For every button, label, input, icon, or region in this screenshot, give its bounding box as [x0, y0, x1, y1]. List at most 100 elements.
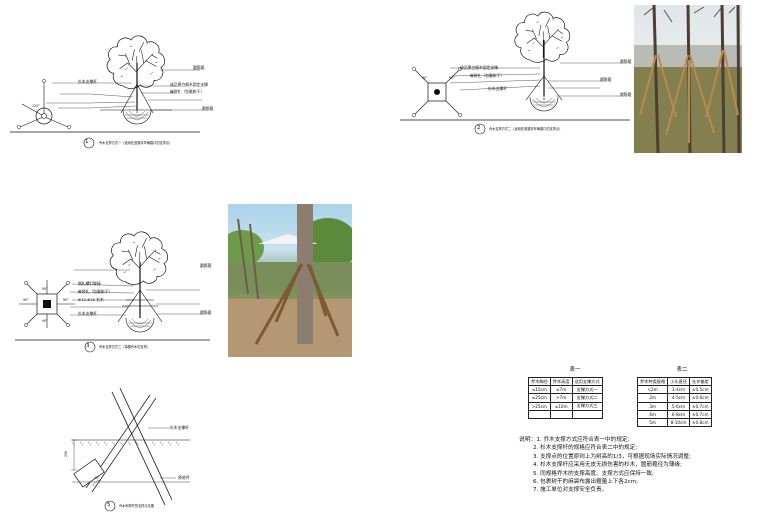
detail-3-label: 圆筋箍: [200, 310, 212, 315]
detail-2-label: 圆筋箍: [600, 77, 612, 82]
table-cell: 支撑方式一: [571, 385, 603, 395]
notes-item: 7. 施工单位对支撑安全负责。: [533, 487, 608, 494]
detail-1-drawing: 120°: [10, 35, 202, 149]
table-2-title: 表二: [676, 367, 688, 373]
detail-3-number: 3: [86, 343, 90, 349]
table-cell: [528, 409, 551, 419]
detail-1-plan: 120°: [17, 79, 71, 129]
table-cell: ≤7m: [549, 385, 573, 395]
photo-staked-trees: [634, 5, 742, 153]
table-row: ≤15cm ≤7m 支撑方式一: [528, 385, 603, 395]
table-row: 乔木胸径 乔木高度 适用支撑方式: [528, 376, 603, 387]
table-header-cell: 允许偏差: [688, 376, 712, 387]
table-header-cell: 乔木胸径: [528, 376, 551, 387]
table-cell: >25cm: [528, 401, 551, 411]
svg-text:90°: 90°: [42, 287, 48, 291]
table-row: 2m 4-5cm ±0.6cm: [636, 393, 712, 403]
notes-item: 5. 同规格乔木的支撑高度、支撑方式应保持一致;: [533, 470, 654, 477]
detail-1-caption: 乔木支撑方式一（适用在道路非车辆路口的支撑点）: [99, 141, 173, 145]
detail-5-caption: 乔木斜撑杆的支撑示意图: [119, 504, 155, 508]
detail-1-label: 麻袋扎（包裹树干）: [170, 89, 205, 94]
detail-3-label: 圆筋箍: [200, 263, 212, 268]
table-row: >25cm ≤10m 支撑方式三: [528, 401, 603, 411]
svg-text:90°: 90°: [42, 319, 48, 323]
detail-2-drawing: 90° 90°: [400, 11, 630, 135]
detail-1-label: 圆筋箍: [202, 106, 214, 111]
table-cell: ±0.8cm: [688, 417, 712, 428]
detail-2-number: 2: [477, 125, 481, 131]
table-cell: 5m: [636, 417, 669, 428]
notes-heading: 说明：: [519, 437, 537, 443]
detail-5-number: 5: [107, 502, 111, 508]
detail-1-label: 杉木支撑杆: [78, 79, 97, 84]
photo-staked-trees-illustration: [634, 5, 742, 153]
table-cell: [571, 409, 603, 419]
table-cell: ±0.7cm: [688, 401, 712, 411]
detail-2-caption: 乔木支撑方式二（适用在道路非车辆路口的支撑点）: [489, 127, 563, 131]
table-cell: ±0.5cm: [688, 385, 712, 395]
notes-block: 说明：1. 乔木支撑方式应符合表一中的规定; 2. 杉木支撑杆的规格应符合表二中…: [519, 436, 691, 495]
table-cell: ±0.7cm: [688, 409, 712, 419]
table-1: 乔木胸径 乔木高度 适用支撑方式 ≤15cm ≤7m 支撑方式一 ≤25cm >…: [528, 376, 603, 419]
detail-3-plan: 90° 90° 90° 90°: [19, 280, 75, 328]
detail-2-label: 成品黑白细木固定支撑: [460, 65, 498, 70]
table-cell: 2m: [636, 393, 669, 403]
detail-5-dim: 250: [64, 450, 69, 458]
detail-3-caption: 乔木支撑方式三（单棵乔木的支撑）: [99, 345, 150, 349]
svg-text:90°: 90°: [422, 76, 428, 80]
detail-3-label: 杉木支撑杆: [78, 311, 97, 316]
table-row: ≤25cm >7m 支撑方式二: [528, 393, 603, 403]
detail-5-label: 杉木支撑杆: [170, 425, 189, 430]
table-cell: [549, 409, 573, 419]
notes-item: 1. 乔木支撑方式应符合表一中的规定;: [536, 437, 630, 443]
table-2: 乔木种类规格 小头直径 允许偏差 <2m 3-4cm ±0.5cm 2m 4-5…: [636, 376, 712, 428]
table-row: 4m 6-8cm ±0.7cm: [636, 409, 712, 419]
photo-single-tree-support-illustration: [228, 204, 352, 357]
table-cell: >7m: [549, 393, 573, 403]
table-header-cell: 乔木高度: [549, 376, 573, 387]
detail-3-label: 麻袋扎（包裹树干）: [78, 289, 113, 294]
table-header-cell: 适用支撑方式: [571, 376, 603, 387]
table-cell: 支撑方式二: [571, 393, 603, 403]
table-cell: 8-10cm: [667, 417, 690, 428]
table-row: 乔木种类规格 小头直径 允许偏差: [636, 376, 712, 387]
table-row: 3m 5-6cm ±0.7cm: [636, 401, 712, 411]
table-header-cell: 乔木种类规格: [636, 376, 669, 387]
detail-3-label: Φ12-Φ15 杉木: [78, 297, 104, 302]
detail-1-number: 1: [85, 139, 89, 145]
detail-2-label: 圆筋箍: [620, 59, 632, 64]
table-cell: 6-8cm: [667, 409, 690, 419]
detail-2-plan: 90° 90°: [412, 67, 462, 117]
table-cell: 4m: [636, 409, 669, 419]
notes-item: 3. 支撑点的位置原则上为树高的1/3，可根据现场实际情况调整;: [533, 453, 691, 460]
table-cell: 3m: [636, 401, 669, 411]
table-cell: ±0.6cm: [688, 393, 712, 403]
detail-2-label: 杉木支撑杆: [488, 86, 507, 91]
table-cell: ≤10m: [549, 401, 573, 411]
detail-2-label: 麻袋扎（包裹树干）: [470, 73, 505, 78]
table-cell: ≤25cm: [528, 393, 551, 403]
table-row: 5m 8-10cm ±0.8cm: [636, 417, 712, 428]
table-1-title: 表一: [569, 367, 581, 373]
notes-line: 说明：1. 乔木支撑方式应符合表一中的规定;: [519, 436, 691, 444]
notes-item: 6. 包裹树干的麻袋布露出箍量上下各2cm;: [533, 479, 638, 486]
detail-3-label: 钢扎螺钉铆接: [78, 281, 101, 286]
detail-5-drawing: [71, 387, 190, 512]
table-row: <2m 3-4cm ±0.5cm: [636, 385, 712, 395]
table-row: [528, 409, 603, 419]
svg-text:120°: 120°: [32, 104, 40, 108]
notes-item: 4. 杉木支撑杆应采用无皮无损伤害的杉木，圆筋箍径为薄缘;: [533, 462, 682, 469]
table-cell: 4-5cm: [667, 393, 690, 403]
notes-item: 2. 杉木支撑杆的规格应符合表二中的规定;: [533, 445, 638, 452]
detail-3-drawing: 90° 90° 90° 90°: [15, 231, 210, 353]
detail-5-label: 原地坪: [178, 475, 190, 480]
svg-text:90°: 90°: [23, 298, 29, 302]
table-cell: <2m: [636, 385, 669, 395]
table-cell: 5-6cm: [667, 401, 690, 411]
detail-1-label: 圆筋箍: [193, 65, 205, 70]
photo-single-tree-support: [228, 204, 352, 357]
svg-text:90°: 90°: [449, 76, 455, 80]
table-cell: ≤15cm: [528, 385, 551, 395]
